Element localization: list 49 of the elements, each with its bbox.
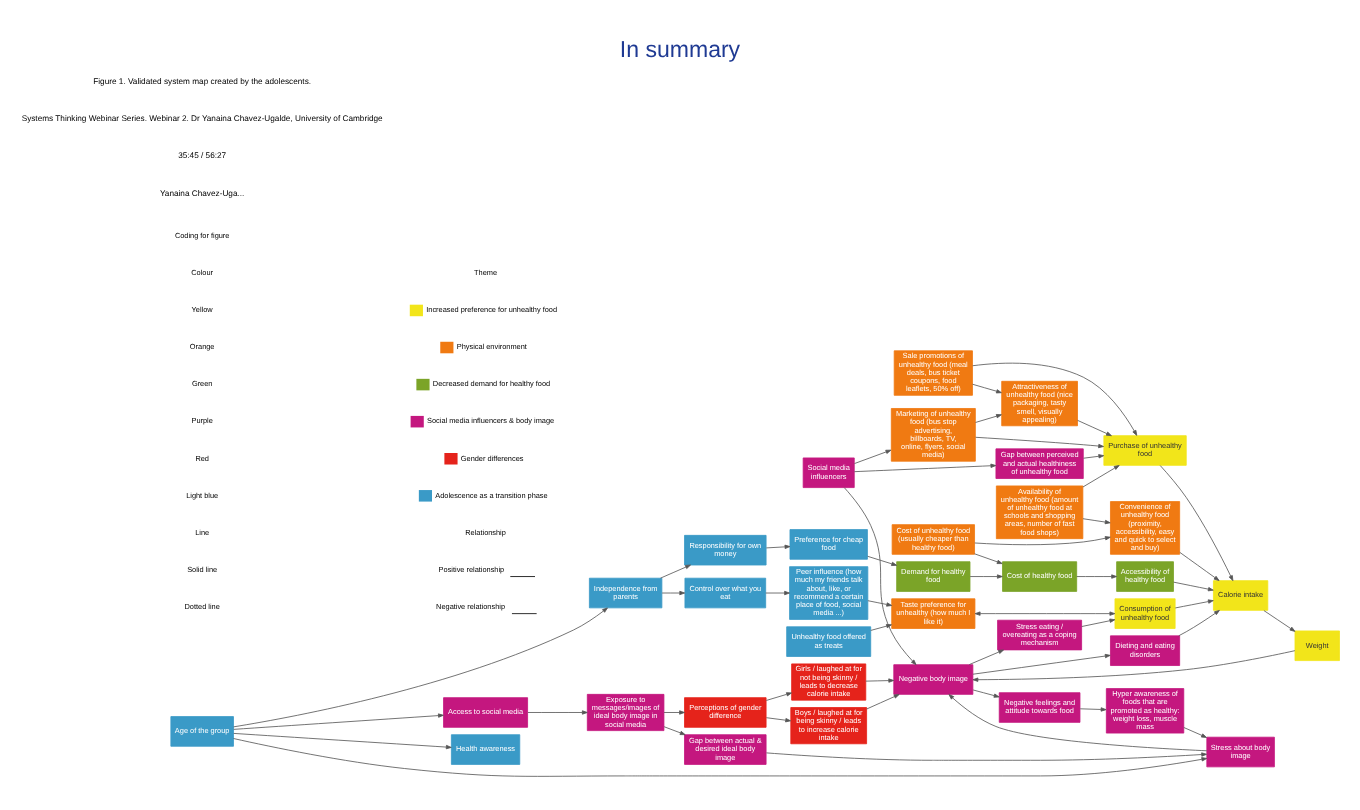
arrow: [765, 589, 790, 595]
arrow: [1263, 609, 1296, 631]
arrow: [1173, 580, 1214, 591]
arrow: [867, 554, 898, 565]
arrow: [1076, 573, 1118, 578]
arrow: [972, 382, 1002, 393]
arrow: [663, 725, 686, 735]
arrow: [1174, 598, 1214, 608]
arrow: [660, 563, 691, 578]
arrow: [867, 599, 893, 606]
arrow: [1082, 464, 1120, 487]
arrow: [766, 751, 1208, 760]
arrow: [972, 688, 1000, 697]
arrow: [974, 552, 1003, 563]
arrow: [1083, 453, 1105, 458]
arrow: [1081, 617, 1116, 626]
arrow: [870, 623, 892, 630]
arrow: [1178, 609, 1220, 636]
arrow: [233, 606, 608, 727]
arrow: [1183, 726, 1207, 737]
arrow: [1077, 418, 1112, 436]
arrow: [865, 677, 895, 682]
arrow: [969, 573, 1003, 578]
diagram-title: In summary: [619, 38, 741, 63]
arrow: [843, 486, 917, 665]
arrow: [968, 648, 1004, 664]
arrow: [233, 712, 444, 729]
arrow: [663, 709, 685, 714]
arrow: [972, 361, 1138, 435]
arrow: [527, 709, 588, 714]
arrow: [854, 448, 892, 463]
arrow: [974, 610, 1116, 615]
arrow: [1082, 517, 1111, 524]
arrow: [233, 732, 452, 749]
arrow: [975, 435, 1104, 448]
arrow: [765, 716, 791, 722]
arrow: [866, 693, 900, 709]
arrow: [661, 589, 686, 595]
arrow: [853, 462, 997, 472]
arrow: [972, 652, 1111, 674]
arrow: [233, 737, 1208, 776]
arrow: [974, 535, 1111, 545]
arrow: [1079, 706, 1107, 711]
arrow: [765, 691, 792, 700]
arrow: [1179, 550, 1220, 580]
arrow: [1159, 464, 1234, 581]
arrow: [972, 649, 1296, 681]
arrow: [975, 413, 1002, 422]
arrow: [765, 543, 791, 548]
